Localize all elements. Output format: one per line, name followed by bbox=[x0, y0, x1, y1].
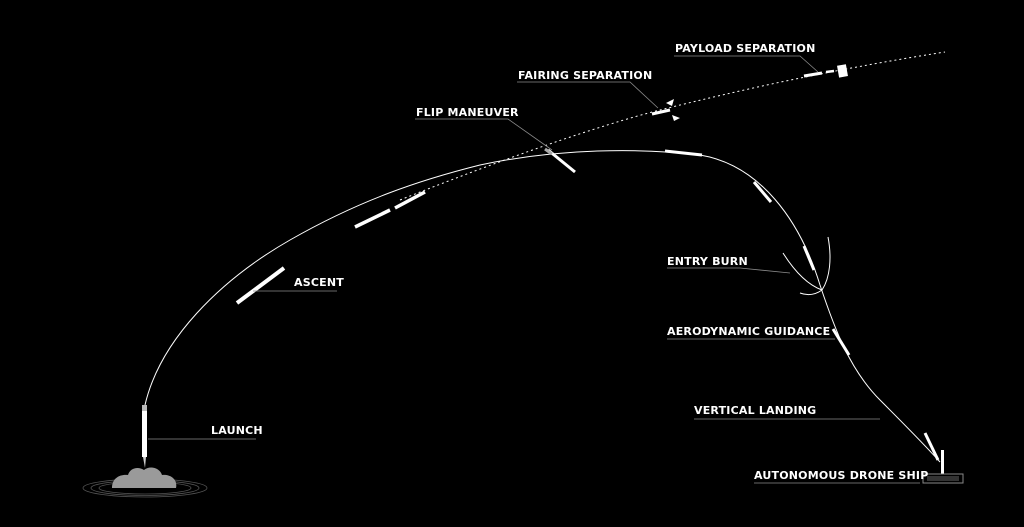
label-entry-burn: ENTRY BURN bbox=[667, 255, 748, 268]
label-fairing-separation: FAIRING SEPARATION bbox=[518, 69, 652, 82]
second-stage-trajectory bbox=[399, 51, 946, 201]
label-ascent: ASCENT bbox=[294, 276, 344, 289]
drone-ship-icon bbox=[922, 473, 964, 484]
label-flip-maneuver: FLIP MANEUVER bbox=[416, 106, 519, 119]
fairing-separation-icon bbox=[651, 99, 680, 121]
launch-exhaust-cloud bbox=[112, 467, 177, 488]
label-vertical-landing: VERTICAL LANDING bbox=[694, 404, 816, 417]
rocket-launch-icon bbox=[142, 405, 147, 468]
payload-separation-icon bbox=[803, 64, 848, 78]
label-aerodynamic-guidance: AERODYNAMIC GUIDANCE bbox=[667, 325, 830, 338]
entry-burn-plume bbox=[782, 236, 831, 296]
rocket-flip-icon bbox=[544, 147, 576, 174]
rocket-aero-guidance-icon bbox=[831, 328, 851, 356]
label-payload-separation: PAYLOAD SEPARATION bbox=[675, 42, 816, 55]
label-launch: LAUNCH bbox=[211, 424, 263, 437]
leader-lines bbox=[148, 55, 920, 484]
rocket-landing-icon bbox=[923, 432, 944, 474]
booster-trajectory bbox=[144, 150, 941, 463]
rocket-boostback-icon bbox=[664, 149, 816, 271]
label-autonomous-drone-ship: AUTONOMOUS DRONE SHIP bbox=[754, 469, 929, 482]
rocket-ascent-icon bbox=[235, 190, 426, 305]
